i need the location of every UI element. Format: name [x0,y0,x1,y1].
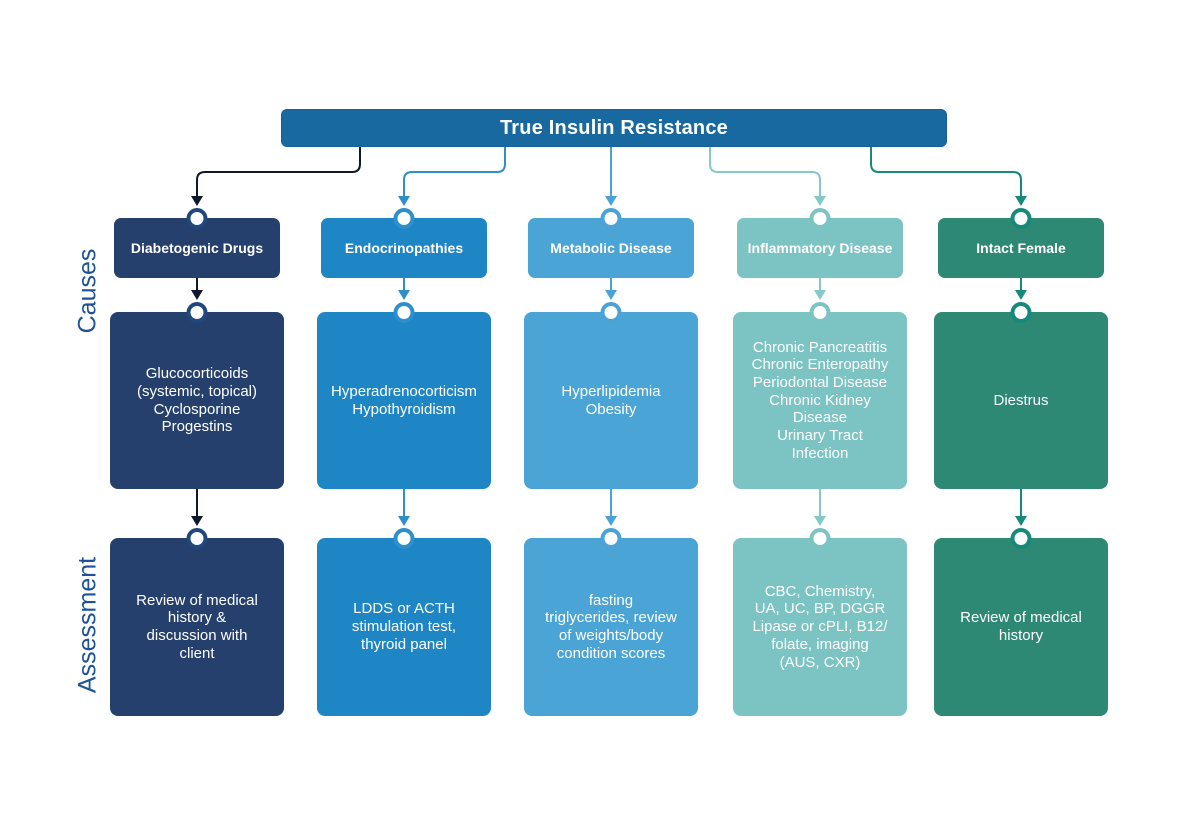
connector-port [600,302,622,323]
connector-port [186,208,208,229]
connector-port [186,302,208,323]
causes-text: Hyperadrenocorticism Hypothyroidism [331,382,477,418]
causes-text: Diestrus [993,391,1049,409]
assessment-box-diabetogenic-drugs: Review of medical history & discussion w… [110,528,284,716]
connector-port [393,208,415,229]
connector-port [1010,208,1032,229]
arrowhead-header-causes-col1 [191,290,203,300]
arrowhead-causes-assessment-col3 [605,516,617,526]
arrowhead-causes-assessment-col4 [814,516,826,526]
arrowhead-header-causes-col5 [1015,290,1027,300]
connector-port [393,302,415,323]
causes-box-intact-female: Diestrus [934,302,1108,489]
assessment-text: CBC, Chemistry, UA, UC, BP, DGGR Lipase … [752,582,888,671]
causes-box-endocrinopathies: Hyperadrenocorticism Hypothyroidism [317,302,491,489]
assessment-box-inflammatory-disease: CBC, Chemistry, UA, UC, BP, DGGR Lipase … [733,528,907,716]
row-label-assessment: Assessment [73,556,102,694]
connector-title-to-col1 [196,146,361,196]
arrowhead-causes-assessment-col2 [398,516,410,526]
arrowhead-causes-assessment-col5 [1015,516,1027,526]
header-box-inflammatory-disease: Inflammatory Disease [737,208,903,278]
header-label: Intact Female [976,240,1066,256]
connector-port [186,528,208,549]
arrowhead-header-causes-col4 [814,290,826,300]
assessment-text: LDDS or ACTH stimulation test, thyroid p… [351,600,457,653]
header-box-endocrinopathies: Endocrinopathies [321,208,487,278]
header-label: Inflammatory Disease [747,240,893,256]
connector-title-to-col2 [403,146,506,196]
causes-box-diabetogenic-drugs: Glucocorticoids (systemic, topical) Cycl… [110,302,284,489]
causes-text: Chronic Pancreatitis Chronic Enteropathy… [751,338,889,462]
arrowhead-causes-assessment-col1 [191,516,203,526]
arrowhead-title-col1 [191,196,203,206]
arrowhead-title-col3 [605,196,617,206]
header-label: Metabolic Disease [550,240,672,256]
connector-port [1010,302,1032,323]
header-box-diabetogenic-drugs: Diabetogenic Drugs [114,208,280,278]
assessment-box-intact-female: Review of medical history [934,528,1108,716]
header-label: Endocrinopathies [344,240,464,256]
assessment-box-endocrinopathies: LDDS or ACTH stimulation test, thyroid p… [317,528,491,716]
assessment-box-metabolic-disease: fasting triglycerides, review of weights… [524,528,698,716]
arrowhead-header-causes-col3 [605,290,617,300]
connector-port [600,208,622,229]
header-label: Diabetogenic Drugs [130,240,264,256]
header-box-intact-female: Intact Female [938,208,1104,278]
causes-box-inflammatory-disease: Chronic Pancreatitis Chronic Enteropathy… [733,302,907,489]
connector-port [600,528,622,549]
connector-port [809,302,831,323]
assessment-text: Review of medical history [960,609,1082,644]
arrowhead-header-causes-col2 [398,290,410,300]
row-label-causes: Causes [73,248,102,334]
assessment-text: fasting triglycerides, review of weights… [545,591,677,662]
assessment-text: Review of medical history & discussion w… [136,591,258,662]
connector-port [809,208,831,229]
arrowhead-title-col5 [1015,196,1027,206]
diagram-title: True Insulin Resistance [281,109,947,147]
header-box-metabolic-disease: Metabolic Disease [528,208,694,278]
connector-port [809,528,831,549]
connector-port [393,528,415,549]
arrowhead-title-col4 [814,196,826,206]
causes-text: Glucocorticoids (systemic, topical) Cycl… [136,365,258,436]
causes-text: Hyperlipidemia Obesity [561,382,661,418]
connector-title-to-col4 [709,146,821,196]
connector-port [1010,528,1032,549]
connector-title-to-col5 [870,146,1022,196]
causes-box-metabolic-disease: Hyperlipidemia Obesity [524,302,698,489]
arrowhead-title-col2 [398,196,410,206]
